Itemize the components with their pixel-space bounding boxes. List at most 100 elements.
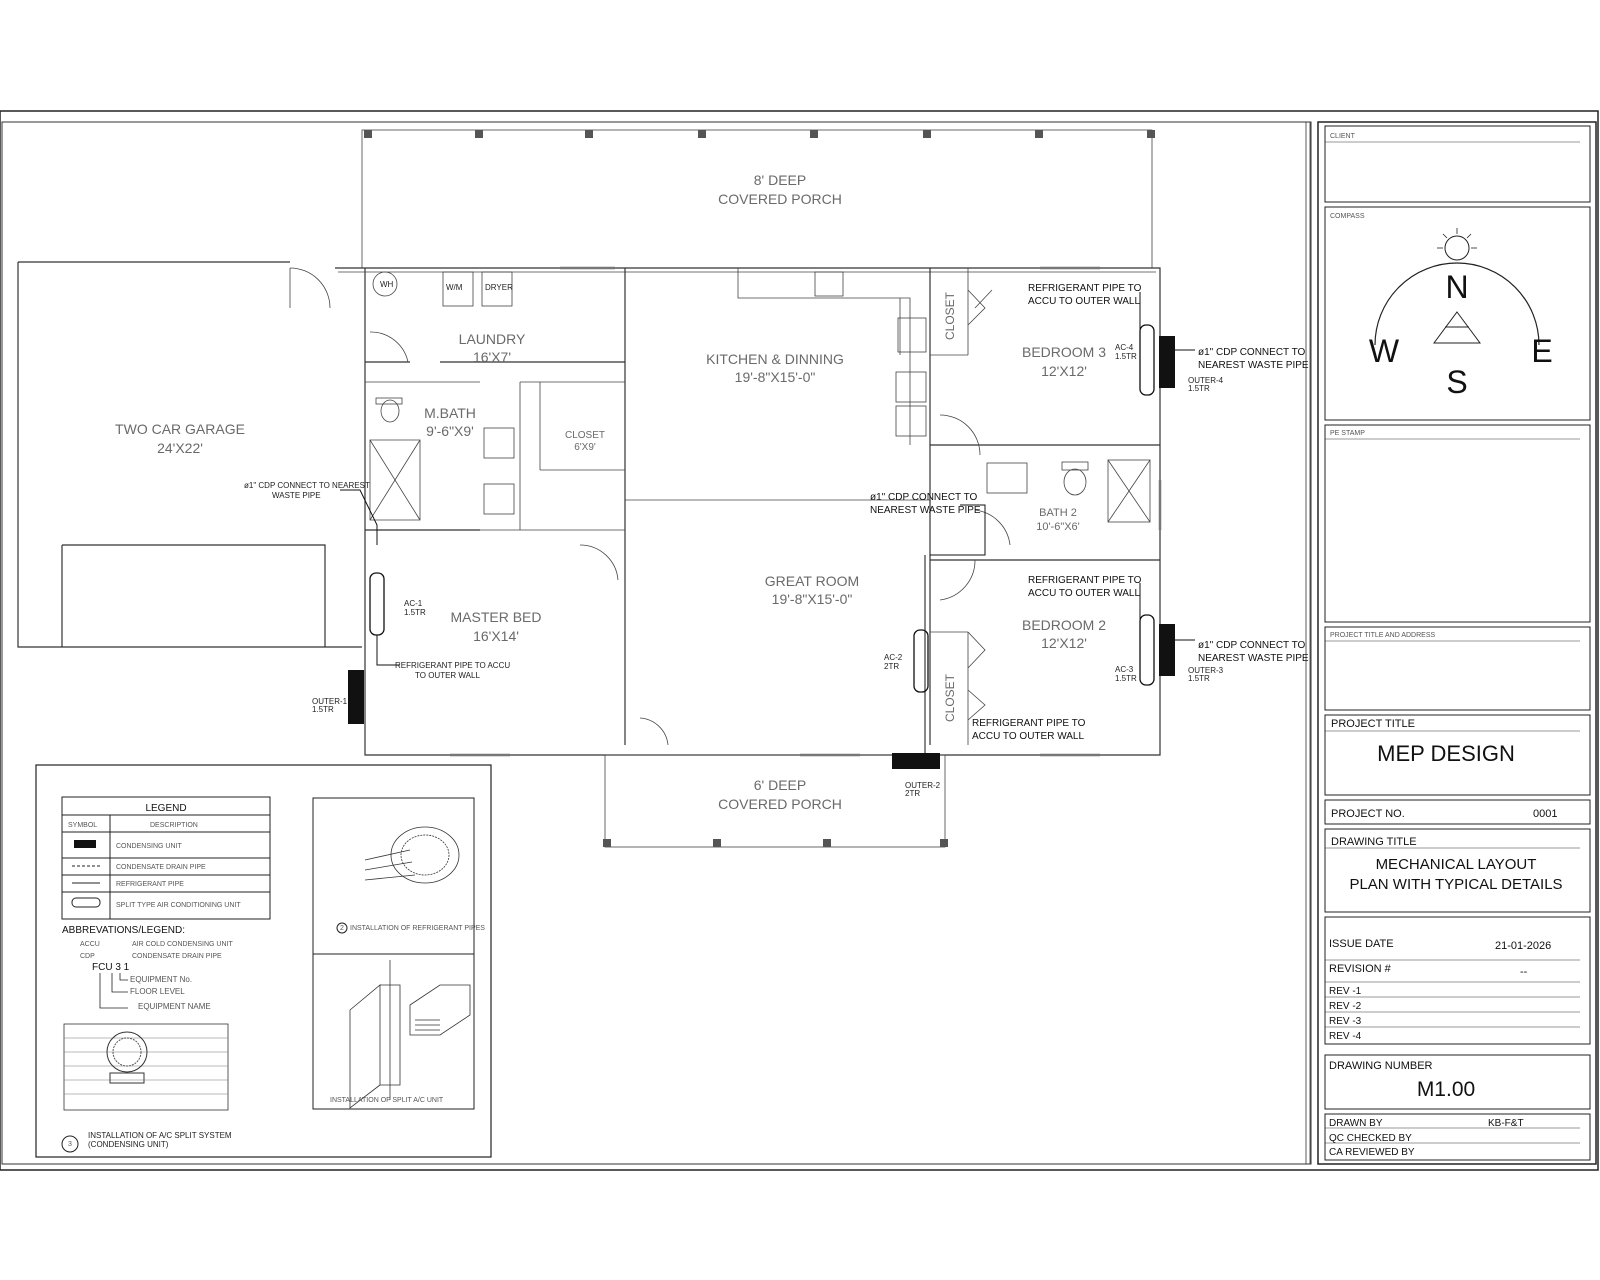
outer3-size: 1.5TR — [1188, 674, 1210, 683]
rev-4: REV -4 — [1329, 1031, 1362, 1042]
kitchen-label: KITCHEN & DINNING — [706, 351, 844, 367]
split-unit-wall-detail — [349, 960, 471, 1109]
drawing-title-1: MECHANICAL LAYOUT — [1376, 856, 1537, 873]
mbath-size: 9'-6"X9' — [426, 423, 474, 439]
ref-bottom-note-2: ACCU TO OUTER WALL — [972, 731, 1084, 742]
compass-e: E — [1531, 333, 1552, 369]
compass-n: N — [1445, 269, 1468, 305]
bath2-size: 10'-6"X6' — [1036, 521, 1080, 533]
drawn-by: KB-F&T — [1488, 1118, 1524, 1129]
outer4-label: OUTER-4 — [1188, 376, 1224, 385]
bedroom3-label: BEDROOM 3 — [1022, 344, 1106, 360]
compass-label: COMPASS — [1330, 213, 1365, 220]
ca-reviewed-label: CA REVIEWED BY — [1329, 1147, 1415, 1158]
garage-size: 24'X22' — [157, 440, 203, 456]
drawing-frame — [1, 121, 1312, 1165]
legend-col-desc: DESCRIPTION — [150, 822, 198, 829]
porch-bottom-label-2: COVERED PORCH — [718, 796, 842, 812]
ac2-size: 2TR — [884, 662, 899, 671]
outer4-size: 1.5TR — [1188, 384, 1210, 393]
cdp3-note-2: NEAREST WASTE PIPE — [1198, 360, 1309, 371]
drawn-by-label: DRAWN BY — [1329, 1118, 1383, 1129]
install-detail-num: 3 — [68, 1141, 72, 1148]
closet-bed2-label: CLOSET — [943, 673, 957, 722]
outer3-label: OUTER-3 — [1188, 666, 1224, 675]
compass-s: S — [1446, 364, 1467, 400]
project-title-label: PROJECT TITLE — [1331, 718, 1415, 730]
sheet-border — [0, 110, 1599, 1171]
ac3-label: AC-3 — [1115, 665, 1134, 674]
bedroom2-label: BEDROOM 2 — [1022, 617, 1106, 633]
legend-row-1: CONDENSING UNIT — [116, 843, 182, 850]
rev-2: REV -2 — [1329, 1001, 1362, 1012]
outdoor-unit-2 — [892, 753, 940, 769]
rev-3: REV -3 — [1329, 1016, 1362, 1027]
install-title-1: INSTALLATION OF A/C SPLIT SYSTEM — [88, 1131, 232, 1140]
abbr-1-desc: AIR COLD CONDENSING UNIT — [132, 941, 233, 948]
closet-bed3-label: CLOSET — [943, 291, 957, 340]
laundry-size: 16'X7' — [473, 349, 511, 365]
closet-master-label: CLOSET — [565, 430, 605, 441]
ac1-label: AC-1 — [404, 599, 423, 608]
outdoor-unit-1 — [348, 670, 364, 724]
drawing-title-label: DRAWING TITLE — [1331, 836, 1417, 848]
porch-bottom-label-1: 6' DEEP — [754, 777, 806, 793]
eq-code: FCU 3 1 — [92, 962, 130, 973]
project-no-label: PROJECT NO. — [1331, 808, 1405, 820]
legend-col-symbol: SYMBOL — [68, 822, 97, 829]
cdp-master-note-1: ø1" CDP CONNECT TO NEAREST — [244, 481, 370, 490]
garage-label: TWO CAR GARAGE — [115, 421, 245, 437]
revision-label: REVISION # — [1329, 963, 1392, 975]
condensing-unit-detail — [63, 1023, 229, 1111]
ac4-size: 1.5TR — [1115, 352, 1137, 361]
refpipe-detail-title: INSTALLATION OF REFRIGERANT PIPES — [350, 925, 485, 932]
closet-master-size: 6'X9' — [574, 442, 596, 453]
sun-icon — [1444, 235, 1470, 261]
bath2-label: BATH 2 — [1039, 507, 1077, 519]
cdp-great-note-1: ø1" CDP CONNECT TO — [870, 492, 977, 503]
dryer-label: DRYER — [485, 283, 513, 292]
outer2-size: 2TR — [905, 789, 920, 798]
master-bed-label: MASTER BED — [450, 609, 541, 625]
porch-top-label-1: 8' DEEP — [754, 172, 806, 188]
bedroom3-size: 12'X12' — [1041, 363, 1087, 379]
client-label: CLIENT — [1330, 133, 1356, 140]
indoor-unit-ac2 — [913, 629, 929, 693]
legend-row-4: SPLIT TYPE AIR CONDITIONING UNIT — [116, 902, 241, 909]
project-title: MEP DESIGN — [1377, 741, 1515, 766]
wall-detail-title: INSTALLATION OF SPLIT A/C UNIT — [330, 1097, 444, 1104]
porch-bottom-outline — [604, 754, 946, 848]
drawing-number-label: DRAWING NUMBER — [1329, 1060, 1433, 1072]
outdoor-unit-3 — [1159, 624, 1175, 676]
kitchen-size: 19'-8"X15'-0" — [735, 369, 816, 385]
ref3-note-2: ACCU TO OUTER WALL — [1028, 296, 1140, 307]
washer-label: W/M — [446, 283, 463, 292]
drawing-number: M1.00 — [1417, 1078, 1475, 1101]
outer2-label: OUTER-2 — [905, 781, 941, 790]
great-room-size: 19'-8"X15'-0" — [772, 591, 853, 607]
compass-arc — [1374, 262, 1540, 346]
project-no: 0001 — [1533, 808, 1557, 820]
legend-row-2: CONDENSATE DRAIN PIPE — [116, 864, 206, 871]
ac3-size: 1.5TR — [1115, 674, 1137, 683]
room-labels: 8' DEEP COVERED PORCH TWO CAR GARAGE 24'… — [115, 172, 1106, 812]
cdp-great-note-2: NEAREST WASTE PIPE — [870, 505, 981, 516]
porch-top-label-2: COVERED PORCH — [718, 191, 842, 207]
cdp2-note-2: NEAREST WASTE PIPE — [1198, 653, 1309, 664]
abbr-1-code: ACCU — [80, 941, 100, 948]
great-room-label: GREAT ROOM — [765, 573, 859, 589]
master-bed-size: 16'X14' — [473, 628, 519, 644]
outer1-size: 1.5TR — [312, 705, 334, 714]
rev-1: REV -1 — [1329, 986, 1362, 997]
eq-label-1: EQUIPMENT No. — [130, 975, 192, 984]
ac2-label: AC-2 — [884, 653, 903, 662]
water-heater-label: WH — [380, 280, 394, 289]
legend-title: LEGEND — [145, 803, 186, 814]
cdp2-note-1: ø1" CDP CONNECT TO — [1198, 640, 1305, 651]
drawing-title-2: PLAN WITH TYPICAL DETAILS — [1349, 876, 1562, 893]
refpipe-detail-num: 2 — [340, 925, 344, 932]
project-address-label: PROJECT TITLE AND ADDRESS — [1330, 632, 1435, 639]
issue-date-label: ISSUE DATE — [1329, 938, 1394, 950]
revision-value: -- — [1520, 966, 1528, 978]
ref2-note-2: ACCU TO OUTER WALL — [1028, 588, 1140, 599]
